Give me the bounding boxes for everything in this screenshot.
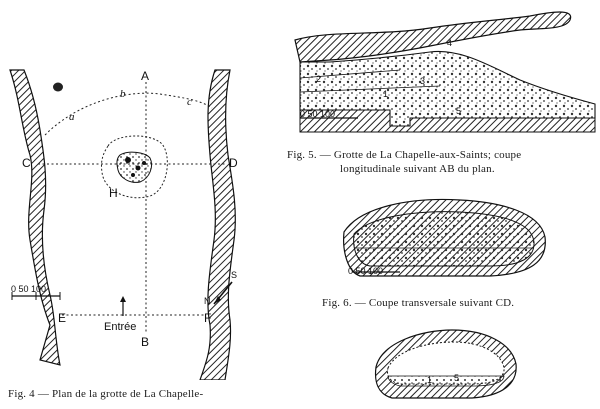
- fig4-plan-drawing: [9, 69, 236, 380]
- fig5-layer-2: 2: [316, 74, 322, 84]
- fig5-layer-4: 4: [447, 38, 453, 48]
- label-n: N: [204, 296, 211, 306]
- fig7-layer-5: 5: [454, 373, 460, 383]
- fig4-scale-label: 0 50 100: [11, 284, 47, 294]
- fig5-scale-label: 0 50 100: [300, 109, 336, 119]
- fig5-layer-1: 1: [383, 89, 389, 99]
- fig4-caption: Fig. 4 — Plan de la grotte de La Chapell…: [8, 388, 204, 400]
- fig5-layer-5: 5: [456, 106, 462, 116]
- fig7-floor-fill: [387, 375, 505, 387]
- fig5-upper-rock: [294, 11, 572, 63]
- fig5-layer-3: 3: [420, 76, 426, 86]
- label-s: S: [231, 270, 238, 280]
- label-e: E: [58, 311, 67, 325]
- fig5-caption-line1: Fig. 5. — Grotte de La Chapelle-aux-Sain…: [287, 149, 522, 161]
- fig6-cave-fill: [353, 211, 535, 267]
- fig7-layer-1: 1: [427, 375, 433, 385]
- central-rubble: [116, 151, 153, 183]
- left-rock-wall: [9, 69, 61, 366]
- fig5-bedrock: [299, 109, 596, 133]
- label-entree: Entrée: [104, 321, 137, 333]
- marker-blob: [53, 82, 63, 92]
- label-h: H: [109, 186, 118, 200]
- label-c: C: [22, 156, 31, 170]
- fig6-section-drawing: [343, 198, 546, 277]
- fig6-caption: Fig. 6. — Coupe transversale suivant CD.: [322, 297, 515, 309]
- fig5-section-drawing: [294, 11, 596, 133]
- region-h-outline: [101, 135, 168, 199]
- cave-outline-dotted: [44, 92, 213, 136]
- right-rock-wall: [199, 69, 236, 380]
- label-b-lower: B: [141, 335, 150, 349]
- label-c-small: c: [187, 96, 192, 108]
- label-d: D: [229, 156, 238, 170]
- label-f: F: [204, 311, 212, 325]
- fig5-caption-line2: longitudinale suivant AB du plan.: [340, 163, 495, 175]
- fig7-section-drawing: [374, 329, 517, 399]
- label-a-upper: A: [141, 69, 150, 83]
- fig6-scale-label: 0 50 100: [348, 266, 384, 276]
- label-b-small: b: [120, 88, 126, 100]
- label-a-small: a: [69, 111, 75, 123]
- fig5-sediment: [299, 50, 596, 127]
